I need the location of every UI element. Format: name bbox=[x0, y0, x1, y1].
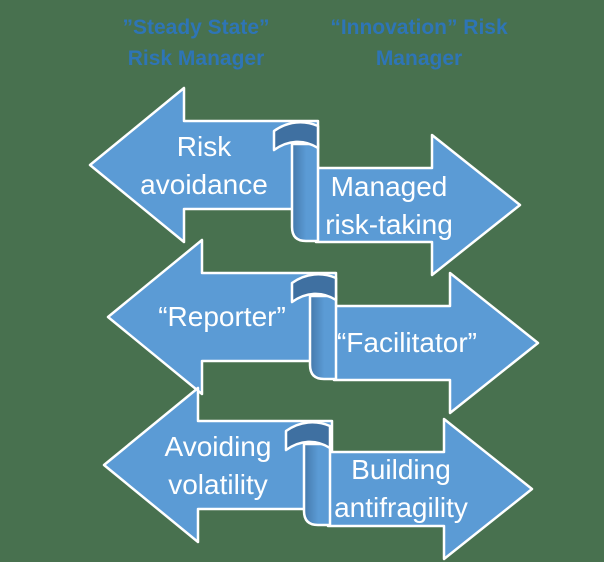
ribbon-roll-row1 bbox=[290, 142, 320, 243]
label-building-antifragility: Building antifragility bbox=[334, 454, 468, 523]
header-steady-state-line1: ”Steady State” bbox=[122, 16, 270, 39]
ribbon-roll-row3 bbox=[302, 442, 332, 527]
arrow-pair-row2 bbox=[106, 238, 540, 415]
right-arrow-row1 bbox=[314, 133, 522, 277]
arrow-pair-row3 bbox=[102, 386, 534, 561]
ribbon-curl-row2 bbox=[290, 273, 338, 304]
ribbon-curl-row3 bbox=[284, 421, 332, 452]
label-managed-risk-taking: Managed risk-taking bbox=[325, 171, 453, 240]
right-arrow-row2 bbox=[332, 271, 540, 415]
label-reporter: “Reporter” bbox=[158, 301, 286, 332]
arrow-pair-row1 bbox=[88, 86, 522, 277]
right-arrow-row3 bbox=[326, 417, 534, 561]
label-facilitator: “Facilitator” bbox=[336, 327, 477, 358]
ribbon-roll-row2 bbox=[308, 294, 338, 381]
header-innovation-line1: “Innovation” Risk bbox=[330, 16, 508, 39]
label-avoiding-volatility: Avoiding volatility bbox=[164, 431, 272, 500]
header-steady-state-line2: Risk Manager bbox=[127, 47, 265, 70]
header-innovation-line2: Manager bbox=[375, 47, 463, 70]
ribbon-curl-row1 bbox=[272, 121, 320, 152]
header-innovation: “Innovation” Risk Manager bbox=[269, 12, 569, 74]
header-steady-state: ”Steady State” Risk Manager bbox=[46, 12, 346, 74]
label-risk-avoidance: Risk avoidance bbox=[140, 131, 268, 200]
